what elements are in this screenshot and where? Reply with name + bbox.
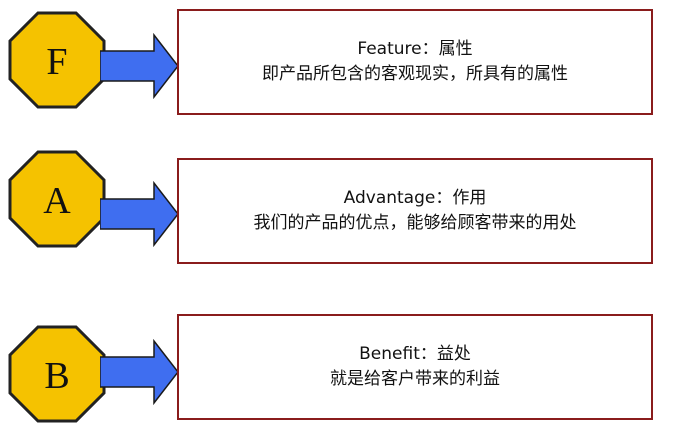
feature-description: 即产品所包含的客观现实，所具有的属性: [262, 64, 568, 84]
advantage-arrow-icon: [100, 181, 180, 247]
octagon-shape: [8, 11, 106, 109]
fab-row-feature: F Feature：属性 即产品所包含的客观现实，所具有的属性: [0, 0, 677, 120]
feature-badge: F: [8, 11, 106, 109]
feature-card: Feature：属性 即产品所包含的客观现实，所具有的属性: [177, 9, 653, 115]
feature-letter: F: [46, 41, 67, 83]
feature-title: Feature：属性: [357, 39, 473, 59]
feature-arrow-icon: [100, 33, 180, 99]
benefit-title: Benefit：益处: [359, 344, 471, 364]
benefit-card: Benefit：益处 就是给客户带来的利益: [177, 314, 653, 420]
fab-row-advantage: A Advantage：作用 我们的产品的优点，能够给顾客带来的用处: [0, 150, 677, 270]
fab-row-benefit: B Benefit：益处 就是给客户带来的利益: [0, 303, 677, 423]
octagon-shape: [8, 325, 106, 423]
octagon-shape: [8, 150, 106, 248]
advantage-card: Advantage：作用 我们的产品的优点，能够给顾客带来的用处: [177, 158, 653, 264]
benefit-description: 就是给客户带来的利益: [330, 369, 500, 389]
advantage-description: 我们的产品的优点，能够给顾客带来的用处: [253, 213, 577, 233]
advantage-letter: A: [43, 180, 71, 222]
advantage-title: Advantage：作用: [343, 188, 487, 208]
benefit-badge: B: [8, 325, 106, 423]
benefit-arrow-icon: [100, 339, 180, 405]
advantage-badge: A: [8, 150, 106, 248]
benefit-letter: B: [44, 355, 69, 397]
